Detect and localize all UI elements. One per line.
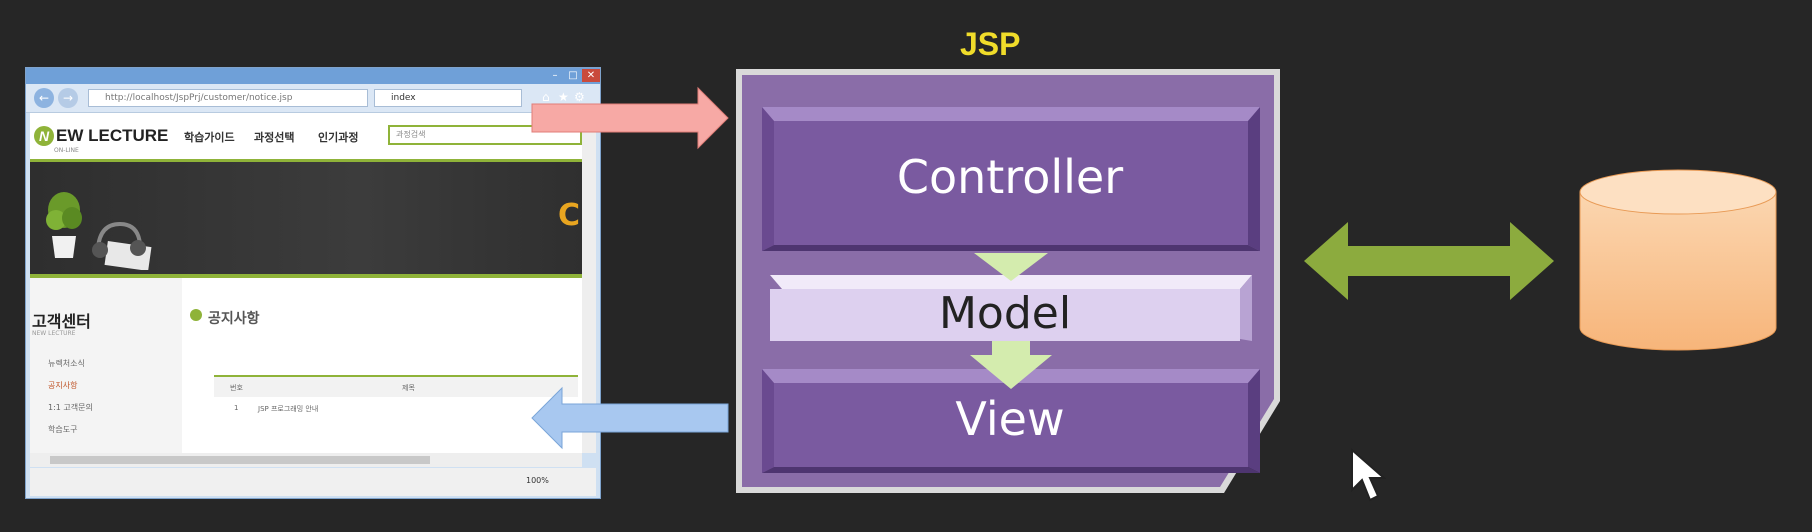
nav-item-popular[interactable]: 인기과정 — [318, 131, 359, 144]
logo-subtitle: ON-LINE — [54, 147, 79, 154]
bidirectional-arrow-icon — [1304, 222, 1554, 300]
sidebar: 고객센터 NEW LECTURE 뉴렉처소식 공지사항 1:1 고객문의 학습도… — [30, 278, 182, 453]
course-search-input[interactable]: 과정검색 — [388, 125, 582, 145]
banner-letter: C — [558, 198, 581, 233]
response-arrow-icon — [531, 386, 729, 450]
banner: C — [30, 162, 582, 278]
status-bar: 100% — [30, 468, 596, 496]
home-icon[interactable]: ⌂ — [542, 90, 550, 104]
table-header: 번호 제목 — [214, 377, 578, 397]
controller-block — [762, 107, 1260, 251]
sidebar-item-inquiry[interactable]: 1:1 고객문의 — [48, 403, 93, 412]
jsp-label: JSP — [960, 26, 1021, 62]
view-label: View — [955, 392, 1065, 446]
jsp-container — [736, 69, 1280, 493]
table-row[interactable]: 1 JSP 프로그래밍 안내 — [214, 399, 578, 417]
maximize-icon[interactable]: □ — [568, 70, 578, 81]
logo-letter: N — [34, 126, 54, 146]
nav-item-course-select[interactable]: 과정선택 — [254, 131, 295, 144]
model-label: Model — [938, 288, 1072, 339]
down-arrow-icon — [974, 253, 1048, 281]
close-icon[interactable]: ✕ — [582, 69, 600, 82]
browser-window: – □ ✕ ← → http://localhost/JspPrj/custom… — [25, 67, 601, 499]
model-block — [770, 275, 1252, 341]
url-input[interactable]: http://localhost/JspPrj/customer/notice.… — [88, 89, 368, 107]
sidebar-item-notice[interactable]: 공지사항 — [48, 381, 78, 390]
back-icon[interactable]: ← — [34, 88, 54, 108]
plant-icon — [46, 192, 82, 258]
star-icon[interactable]: ★ — [558, 90, 569, 104]
table-divider — [214, 375, 578, 377]
horizontal-scrollbar[interactable] — [30, 453, 582, 467]
table-cell-number: 1 — [234, 404, 239, 412]
mouse-cursor-icon — [1351, 448, 1386, 502]
sidebar-subtitle: NEW LECTURE — [32, 330, 76, 337]
headset-icon — [92, 221, 152, 270]
logo-text: EW LECTURE — [56, 126, 169, 145]
address-bar: ← → http://localhost/JspPrj/customer/not… — [26, 84, 600, 113]
sidebar-item-tools[interactable]: 학습도구 — [48, 425, 78, 434]
bullet-icon — [190, 309, 202, 321]
sidebar-title: 고객센터 — [32, 312, 91, 331]
browser-titlebar: – □ ✕ — [26, 68, 600, 84]
database-icon — [1579, 169, 1777, 351]
minimize-icon[interactable]: – — [552, 70, 558, 81]
scrollbar-thumb[interactable] — [50, 456, 430, 464]
sidebar-item-news[interactable]: 뉴렉처소식 — [48, 359, 85, 368]
controller-label: Controller — [896, 150, 1124, 204]
table-header-number: 번호 — [230, 384, 243, 392]
view-block — [762, 369, 1260, 473]
gear-icon[interactable]: ⚙ — [574, 90, 585, 104]
table-header-title: 제목 — [402, 384, 415, 392]
forward-icon[interactable]: → — [58, 88, 78, 108]
down-arrow-icon — [970, 341, 1052, 389]
zoom-level[interactable]: 100% — [526, 476, 549, 485]
page-title: 공지사항 — [208, 311, 260, 327]
nav-item-guide[interactable]: 학습가이드 — [184, 131, 235, 144]
vertical-scrollbar[interactable] — [582, 113, 596, 453]
table-cell-title[interactable]: JSP 프로그래밍 안내 — [258, 405, 319, 413]
tab-index[interactable]: index — [374, 89, 522, 107]
request-arrow-icon — [531, 86, 729, 150]
